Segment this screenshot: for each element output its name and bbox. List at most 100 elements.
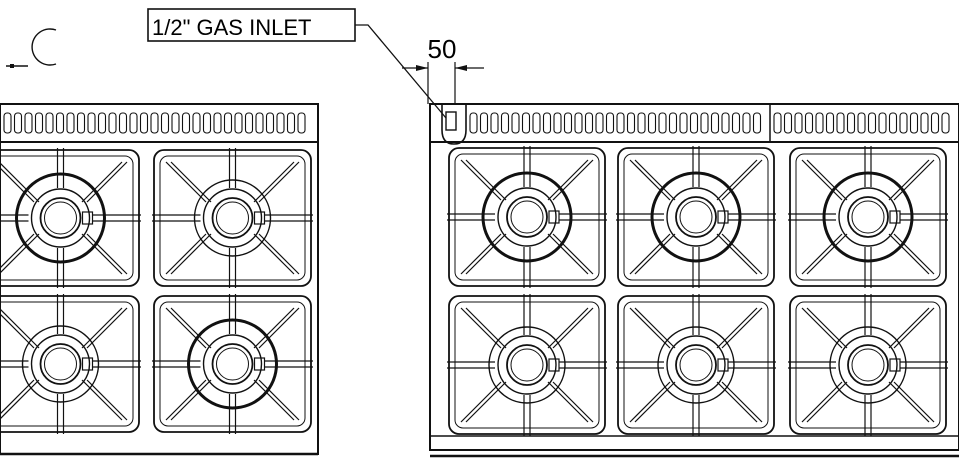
vent-slot (108, 112, 117, 134)
burner-cap (675, 196, 717, 238)
vent-slot (846, 112, 856, 134)
vent-slot (34, 112, 44, 134)
vent-slot (276, 112, 285, 134)
gas-fitting-symbol (6, 28, 57, 68)
vent-slot (731, 112, 741, 134)
vent-slot (255, 112, 264, 134)
vent-slot (574, 112, 583, 134)
vent-slot (24, 112, 33, 134)
burner-grate (447, 294, 607, 436)
burner-cap (506, 344, 548, 386)
burner-cap (675, 344, 717, 386)
vent-slot (595, 112, 604, 134)
vent-slot (87, 112, 96, 134)
vent-slot (941, 112, 950, 134)
vent-slot (605, 112, 615, 134)
vent-slot (909, 112, 919, 134)
vent-slot (66, 112, 75, 134)
vent-slot (626, 112, 636, 134)
burner-ring (193, 179, 272, 257)
burner-ring (829, 326, 907, 404)
vent-slot (710, 112, 720, 134)
vent-slot (553, 112, 562, 134)
vent-slot (500, 112, 510, 134)
vent-slot (899, 112, 908, 134)
vent-slot (867, 112, 877, 134)
vent-slot (265, 112, 275, 134)
burner-ring (15, 172, 106, 264)
igniter (253, 211, 266, 225)
burner-cap (211, 197, 254, 239)
vent-slot (234, 112, 243, 134)
vent-slot (794, 112, 803, 134)
vent-slot (542, 112, 552, 134)
vent-slot (55, 112, 65, 134)
igniter (81, 211, 94, 225)
vent-slot (97, 112, 107, 134)
gas-inlet-label: 1/2" GAS INLET (152, 15, 311, 40)
vent-slot (479, 112, 489, 134)
burner-ring (481, 171, 573, 263)
burner-grate (616, 146, 776, 288)
burner-cap (847, 196, 889, 238)
dimension-50: 50 (402, 34, 484, 104)
vent-slot (783, 112, 793, 134)
burner-ring (187, 318, 278, 410)
vent-slot (804, 112, 814, 134)
vent-slot (773, 112, 782, 134)
vent-slot (171, 112, 180, 134)
vent-slot (721, 112, 730, 134)
right-range-view (429, 103, 959, 458)
vent-slot (3, 112, 12, 134)
vent-slot (584, 112, 594, 134)
burner-cap (847, 344, 889, 386)
vent-slot (118, 112, 128, 134)
vent-slot (857, 112, 866, 134)
vent-slot (647, 112, 657, 134)
vent-slot (616, 112, 625, 134)
vent-slot (469, 112, 478, 134)
vent-slot (202, 112, 212, 134)
burner-grate (447, 146, 607, 288)
burner-cap (506, 196, 548, 238)
vent-slot (45, 112, 54, 134)
vent-slot (878, 112, 887, 134)
vent-slot (511, 112, 520, 134)
vent-slot (223, 112, 233, 134)
burner-ring (822, 171, 914, 263)
vent-slot (658, 112, 667, 134)
burner-grate (788, 294, 948, 436)
vent-slot (192, 112, 201, 134)
vent-slot (213, 112, 222, 134)
igniter (717, 358, 729, 372)
burner-cap (39, 343, 82, 385)
burner-ring (488, 326, 566, 404)
igniter (717, 210, 729, 224)
burner-grate (616, 294, 776, 436)
vent-slot (742, 112, 751, 134)
left-back-rail (0, 103, 319, 143)
vent-slot (244, 112, 254, 134)
vent-slot (752, 112, 762, 134)
igniter (81, 357, 94, 371)
vent-slot (689, 112, 699, 134)
dimension-value: 50 (428, 34, 457, 64)
igniter (889, 210, 901, 224)
vent-slot (181, 112, 191, 134)
vent-slot (920, 112, 929, 134)
vent-slot (13, 112, 23, 134)
right-burner-grates (447, 146, 948, 436)
igniter (889, 358, 901, 372)
gas-inlet-callout: 1/2" GAS INLET (147, 8, 447, 119)
burner-cap (39, 197, 82, 239)
vent-slot (160, 112, 170, 134)
vent-slot (521, 112, 531, 134)
vent-slot (930, 112, 940, 134)
vent-slot (700, 112, 709, 134)
igniter (548, 210, 560, 224)
burner-grate (0, 148, 141, 288)
right-cooktop-frame (429, 141, 959, 451)
vent-slot (76, 112, 86, 134)
igniter (548, 358, 560, 372)
